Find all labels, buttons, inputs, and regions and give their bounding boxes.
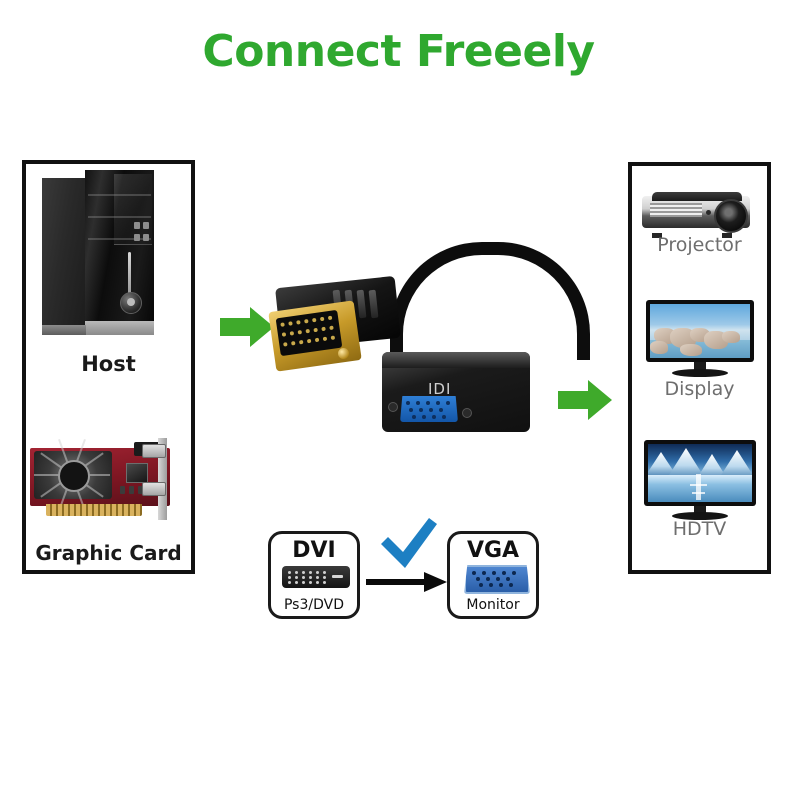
adapter-housing-top — [382, 352, 530, 368]
green-right-arrow-icon — [556, 378, 614, 427]
projector-vent-grille — [650, 203, 702, 217]
vga-screw-hole — [388, 402, 398, 412]
dvi-subtitle: Ps3/DVD — [283, 597, 344, 613]
green-right-arrow-icon — [218, 305, 276, 354]
hdtv-wallpaper — [648, 444, 752, 502]
desktop-tower-icon — [42, 170, 154, 335]
dvi-to-vga-adapter-product: IDI — [268, 240, 598, 440]
gpu-memory-chip — [126, 463, 148, 483]
tower-port — [134, 234, 140, 241]
black-right-arrow-icon — [366, 570, 448, 599]
host-label: Host — [81, 352, 136, 376]
adapter-cable — [390, 242, 590, 360]
projector-lens — [714, 199, 748, 233]
tower-bay-line — [88, 194, 151, 196]
hdtv-stand-base — [672, 512, 728, 520]
gpu-fan-blade — [72, 474, 110, 476]
projector-top-cover — [652, 192, 742, 201]
gpu-capacitor — [129, 486, 134, 494]
hdtv-bezel — [644, 440, 756, 506]
vga-target-card: VGA Monitor — [447, 531, 539, 619]
tower-base — [85, 321, 154, 335]
gpu-capacitor — [120, 486, 125, 494]
projector-label: Projector — [657, 234, 742, 256]
gpu-pcie-edge-connector — [46, 504, 142, 516]
dvi-source-card: DVI Ps3/DVD — [268, 531, 360, 619]
tower-base-side — [42, 325, 86, 335]
display-label: Display — [664, 378, 735, 400]
tower-gloss-highlight — [114, 174, 152, 245]
dvi-connector-icon — [282, 566, 350, 588]
gpu-io-bracket — [158, 438, 167, 520]
power-button-icon — [120, 292, 142, 314]
gpu-capacitor — [138, 486, 143, 494]
television-icon — [644, 440, 756, 520]
monitor-stand-neck — [694, 362, 706, 371]
monitor-wallpaper — [650, 304, 750, 358]
gpu-vga-port — [142, 482, 166, 496]
monitor-stand-base — [672, 369, 728, 377]
monitor-screen — [650, 304, 750, 358]
tower-drive-button — [143, 222, 149, 229]
vga-connector-icon — [464, 565, 530, 594]
page-title: Connect Freeely — [202, 26, 595, 77]
vga-screw-hole — [462, 408, 472, 418]
dvi-flat-blade — [332, 575, 343, 578]
tower-drive-button — [134, 222, 140, 229]
tower-accent-stripe — [128, 252, 131, 294]
dvi-thumbscrew — [338, 348, 349, 359]
hdtv-screen — [648, 444, 752, 502]
dvi-title: DVI — [292, 538, 336, 563]
hdtv-stand-neck — [694, 506, 706, 515]
vga-port-marking: IDI — [428, 380, 452, 398]
vga-title: VGA — [466, 538, 520, 563]
projector-sensor — [706, 210, 711, 215]
tower-side-panel — [42, 178, 86, 328]
tower-port — [143, 234, 149, 241]
monitor-icon — [646, 300, 754, 377]
graphic-card-label: Graphic Card — [35, 541, 182, 565]
vga-female-port — [400, 396, 458, 422]
monitor-bezel — [646, 300, 754, 362]
gpu-dvi-port — [142, 444, 166, 458]
projector-icon — [642, 192, 757, 238]
tower-front-panel — [85, 170, 154, 335]
projector-foot — [652, 233, 662, 238]
tower-bay-line — [88, 238, 151, 240]
vga-subtitle: Monitor — [466, 597, 520, 613]
projector-foot — [722, 233, 732, 238]
hdtv-label: HDTV — [672, 518, 727, 540]
tower-bay-line — [88, 216, 151, 218]
graphics-card-icon — [30, 438, 186, 520]
blue-checkmark-icon — [378, 516, 440, 579]
gpu-fan-hub — [58, 460, 90, 492]
